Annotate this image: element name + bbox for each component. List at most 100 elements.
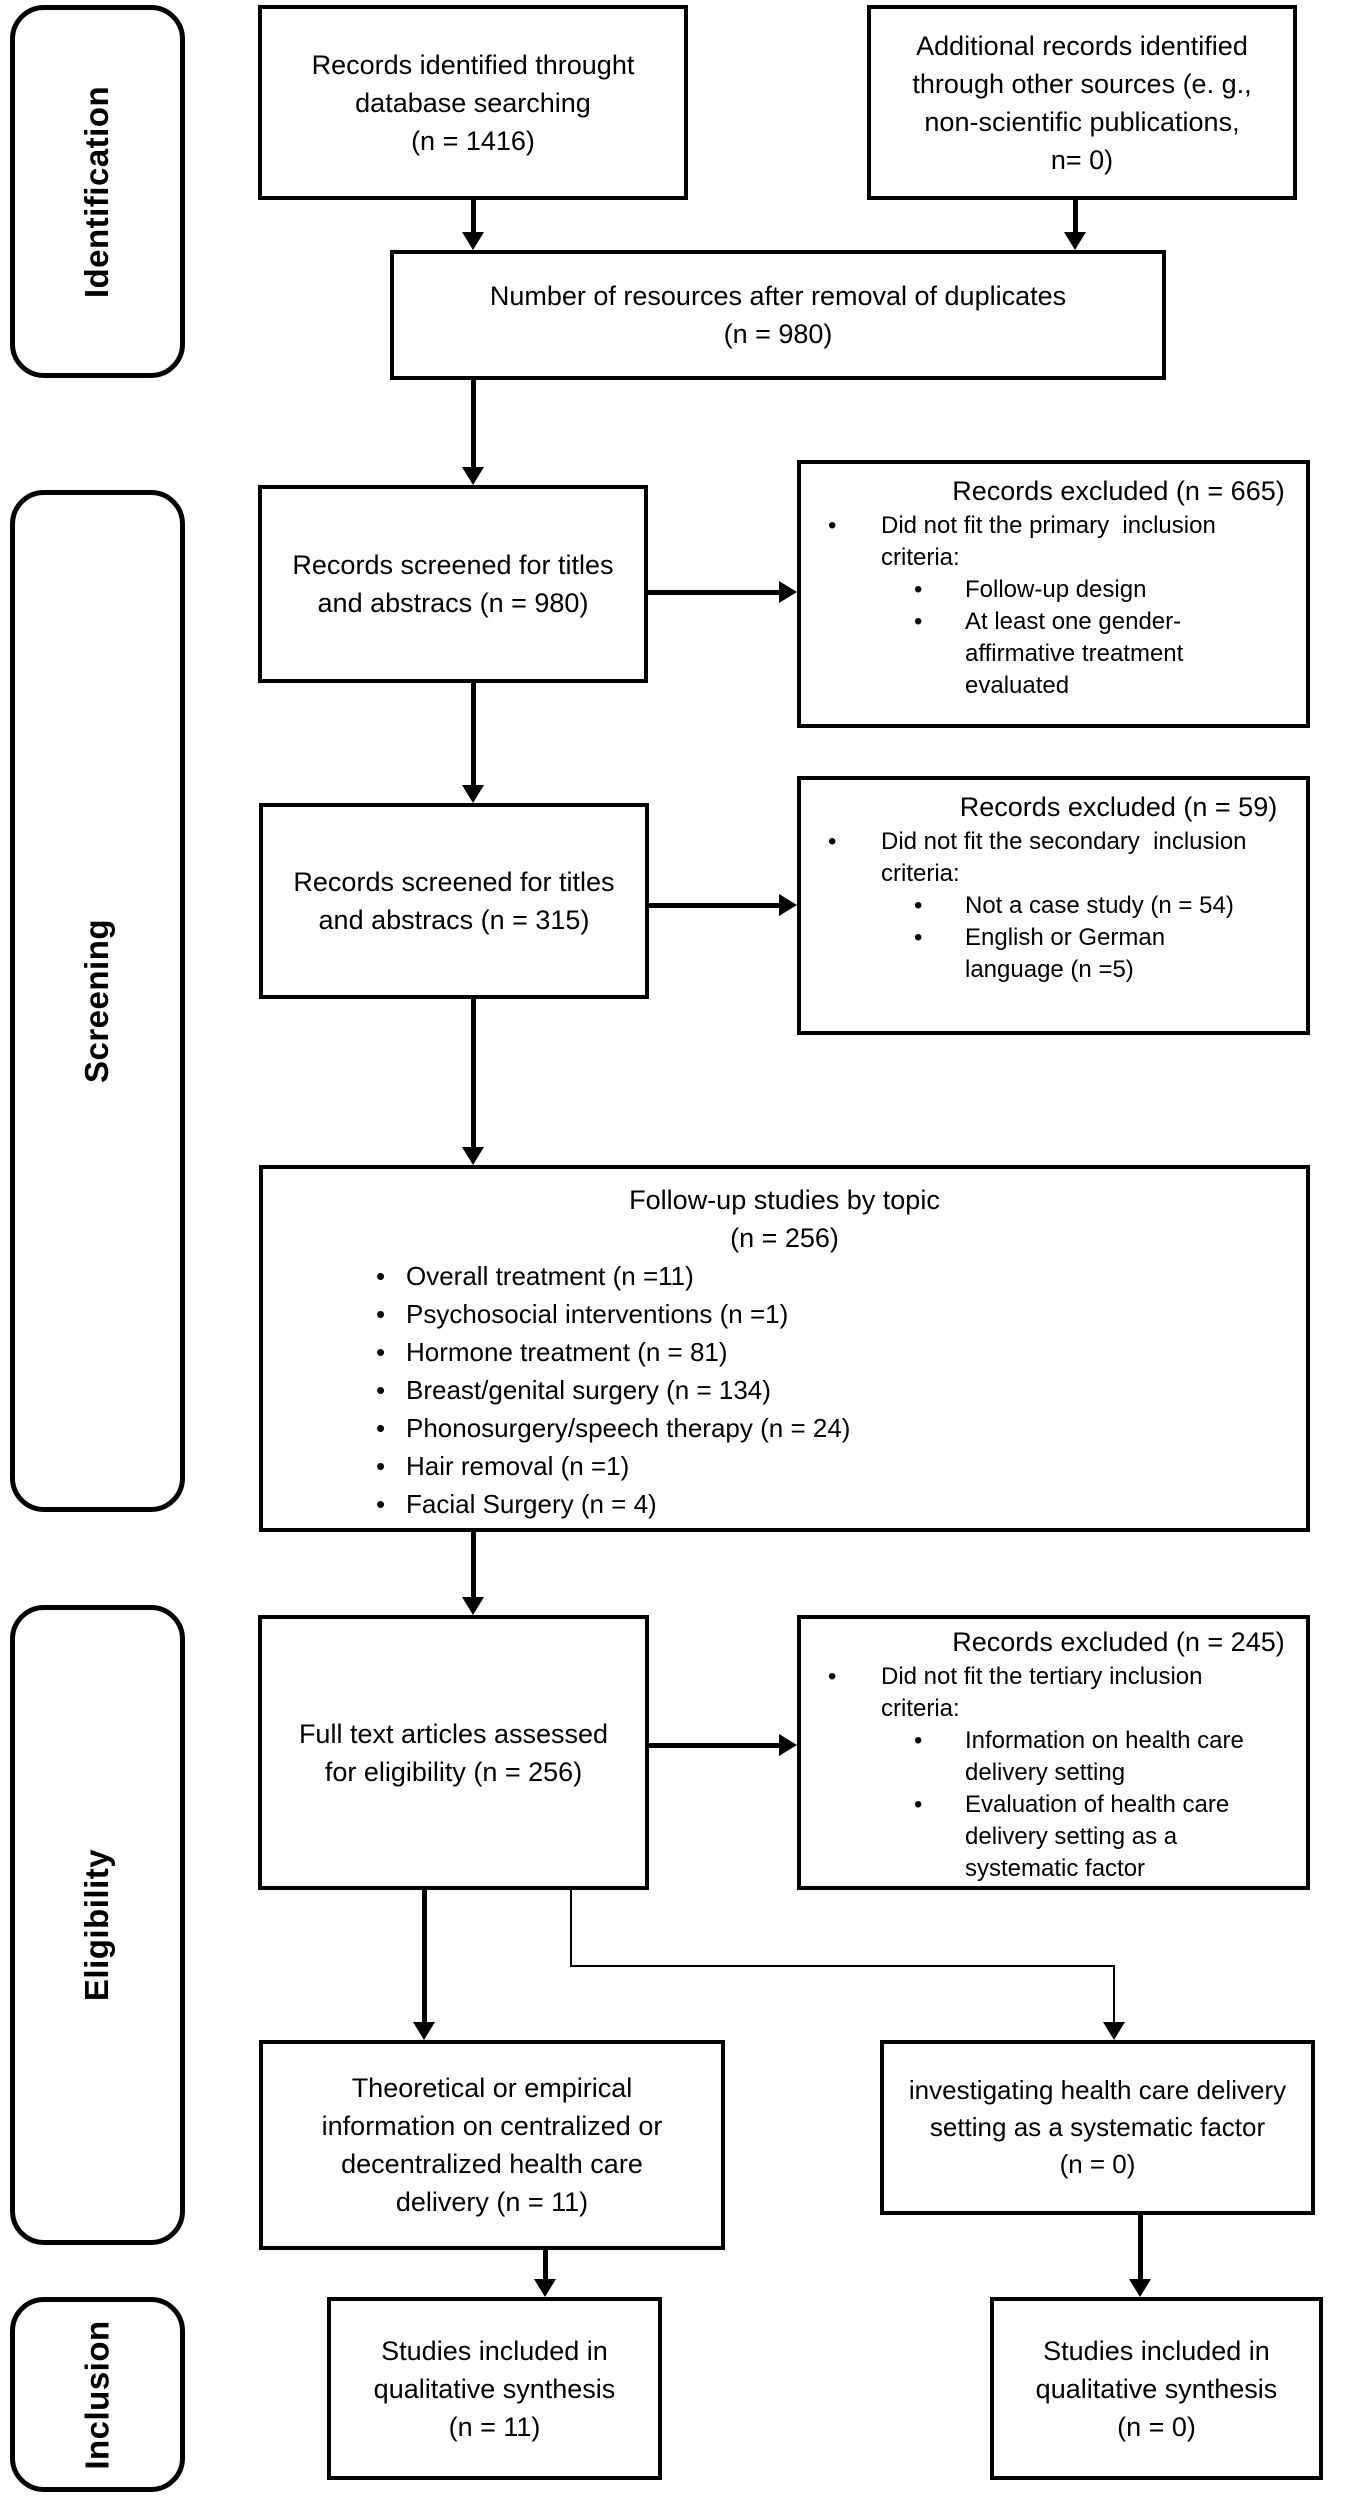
followup-topic-row: • Facial Surgery (n = 4) [263, 1485, 1306, 1523]
box-excluded-primary: Records excluded (n = 665) • Did not fit… [797, 460, 1310, 728]
connector-fulltext-to-investigating-segment-down [570, 1890, 572, 1967]
bullet-marker: • [376, 1299, 386, 1329]
arrow-investigating-to-included-2-stem [1138, 2215, 1143, 2279]
excluded-secondary-sub-row: • English or German language (n =5) [801, 922, 1306, 986]
arrow-screened-1-to-screened-2-stem [471, 683, 476, 785]
followup-topic-row: • Overall treatment (n =11) [263, 1257, 1306, 1295]
followup-topic-5: Phonosurgery/speech therapy (n = 24) [406, 1413, 851, 1443]
followup-topic-2: Psychosocial interventions (n =1) [406, 1299, 789, 1329]
box-included-qualitative-2-text: Studies included in qualitative synthesi… [1035, 2335, 1278, 2442]
bullet-marker: • [914, 1791, 923, 1818]
arrow-other-sources-to-duplicates-stem [1073, 200, 1078, 234]
excluded-secondary-reason-row: • Did not fit the secondary inclusion cr… [801, 826, 1306, 890]
box-investigating-setting-text: investigating health care delivery setti… [908, 2075, 1287, 2179]
bullet-marker: • [914, 576, 923, 603]
bullet-marker: • [376, 1489, 386, 1519]
bullet-marker: • [828, 512, 837, 539]
box-excluded-secondary-title: Records excluded (n = 59) [959, 792, 1278, 822]
box-excluded-secondary-reason: Did not fit the secondary inclusion crit… [881, 828, 1247, 887]
arrow-database-to-duplicates-head [462, 232, 484, 250]
box-excluded-tertiary-title: Records excluded (n = 245) [952, 1627, 1285, 1657]
box-fulltext-assessed: Full text articles assessed for eligibil… [258, 1615, 649, 1890]
arrow-duplicates-to-screened-1-head [462, 467, 484, 485]
bullet-marker: • [828, 828, 837, 855]
arrow-screened-1-to-excluded-primary-stem [648, 590, 779, 595]
bullet-marker: • [376, 1337, 386, 1367]
box-investigating-setting: investigating health care delivery setti… [880, 2040, 1315, 2215]
followup-topic-row: • Psychosocial interventions (n =1) [263, 1295, 1306, 1333]
bullet-marker: • [914, 1727, 923, 1754]
connector-fulltext-to-investigating-segment-down-2 [1113, 1965, 1115, 2022]
arrow-screened-2-to-followup-stem [471, 999, 476, 1147]
box-after-duplicates: Number of resources after removal of dup… [390, 250, 1166, 380]
box-theoretical-empirical: Theoretical or empirical information on … [259, 2040, 725, 2250]
stage-label-identification: Identification [10, 5, 185, 378]
arrow-screened-2-to-excluded-secondary-stem [649, 903, 779, 908]
arrow-followup-to-fulltext-stem [471, 1532, 476, 1597]
box-theoretical-empirical-text: Theoretical or empirical information on … [321, 2073, 663, 2217]
arrow-screened-1-to-excluded-primary-head [779, 581, 797, 603]
stage-label-inclusion-text: Inclusion [78, 2319, 116, 2470]
arrow-other-sources-to-duplicates-head [1064, 232, 1086, 250]
connector-fulltext-to-investigating-segment-across [570, 1965, 1115, 1967]
arrow-fulltext-to-theoretical-stem [422, 1890, 427, 2022]
arrow-fulltext-to-theoretical-head [413, 2022, 435, 2040]
box-screened-1-text: Records screened for titles and abstracs… [292, 550, 614, 618]
box-excluded-primary-title: Records excluded (n = 665) [952, 476, 1285, 506]
excluded-tertiary-sub-row: • Information on health care delivery se… [801, 1725, 1306, 1789]
box-screened-2-text: Records screened for titles and abstracs… [293, 867, 615, 935]
connector-fulltext-to-investigating-head [1103, 2022, 1125, 2040]
arrow-theoretical-to-included-1-head [534, 2279, 556, 2297]
box-excluded-secondary-sub-1: Not a case study (n = 54) [965, 892, 1234, 919]
arrow-screened-2-to-excluded-secondary-head [779, 894, 797, 916]
stage-label-identification-text: Identification [78, 85, 116, 298]
arrow-screened-2-to-followup-head [462, 1147, 484, 1165]
followup-topic-row: • Hair removal (n =1) [263, 1447, 1306, 1485]
arrow-screened-1-to-screened-2-head [462, 785, 484, 803]
followup-topic-3: Hormone treatment (n = 81) [406, 1337, 728, 1367]
box-excluded-secondary: Records excluded (n = 59) • Did not fit … [797, 776, 1310, 1035]
box-followup-topics: Follow-up studies by topic (n = 256) • O… [259, 1165, 1310, 1532]
excluded-tertiary-reason-row: • Did not fit the tertiary inclusion cri… [801, 1661, 1306, 1725]
box-additional-records-text: Additional records identified through ot… [912, 30, 1252, 175]
box-excluded-primary-reason: Did not fit the primary inclusion criter… [881, 512, 1216, 571]
box-excluded-primary-sub-2: At least one gender- affirmative treatme… [965, 608, 1184, 699]
box-records-identified-database-text: Records identified throught database sea… [311, 49, 635, 156]
box-excluded-secondary-sub-2: English or German language (n =5) [965, 924, 1166, 983]
stage-label-screening: Screening [10, 490, 185, 1512]
bullet-marker: • [914, 608, 923, 635]
excluded-primary-sub-row: • At least one gender- affirmative treat… [801, 606, 1306, 702]
box-excluded-tertiary-sub-1: Information on health care delivery sett… [965, 1727, 1244, 1786]
box-included-qualitative-1-text: Studies included in qualitative synthesi… [373, 2335, 616, 2442]
box-after-duplicates-text: Number of resources after removal of dup… [489, 281, 1067, 349]
arrow-database-to-duplicates-stem [471, 200, 476, 234]
bullet-marker: • [376, 1413, 386, 1443]
bullet-marker: • [914, 892, 923, 919]
box-excluded-tertiary-reason: Did not fit the tertiary inclusion crite… [881, 1663, 1203, 1722]
bullet-marker: • [914, 924, 923, 951]
excluded-secondary-sub-row: • Not a case study (n = 54) [801, 890, 1306, 922]
followup-topic-4: Breast/genital surgery (n = 134) [406, 1375, 771, 1405]
followup-topic-row: • Breast/genital surgery (n = 134) [263, 1371, 1306, 1409]
excluded-primary-sub-row: • Follow-up design [801, 574, 1306, 606]
box-followup-topics-title: Follow-up studies by topic (n = 256) [629, 1185, 940, 1253]
followup-topic-row: • Phonosurgery/speech therapy (n = 24) [263, 1409, 1306, 1447]
box-included-qualitative-1: Studies included in qualitative synthesi… [327, 2297, 662, 2480]
arrow-duplicates-to-screened-1-stem [471, 380, 476, 467]
box-excluded-primary-sub-1: Follow-up design [965, 576, 1147, 603]
bullet-marker: • [376, 1375, 386, 1405]
followup-topic-1: Overall treatment (n =11) [406, 1261, 694, 1291]
stage-label-inclusion: Inclusion [10, 2297, 185, 2492]
bullet-marker: • [376, 1451, 386, 1481]
box-screened-1: Records screened for titles and abstracs… [258, 485, 648, 683]
arrow-followup-to-fulltext-head [462, 1597, 484, 1615]
excluded-primary-reason-row: • Did not fit the primary inclusion crit… [801, 510, 1306, 574]
box-records-identified-database: Records identified throught database sea… [258, 5, 688, 200]
box-additional-records: Additional records identified through ot… [867, 5, 1297, 200]
stage-label-eligibility-text: Eligibility [78, 1848, 116, 2002]
box-excluded-tertiary-sub-2: Evaluation of health care delivery setti… [965, 1791, 1230, 1882]
followup-topic-7: Facial Surgery (n = 4) [406, 1489, 657, 1519]
box-fulltext-assessed-text: Full text articles assessed for eligibil… [298, 1718, 609, 1787]
stage-label-eligibility: Eligibility [10, 1605, 185, 2245]
